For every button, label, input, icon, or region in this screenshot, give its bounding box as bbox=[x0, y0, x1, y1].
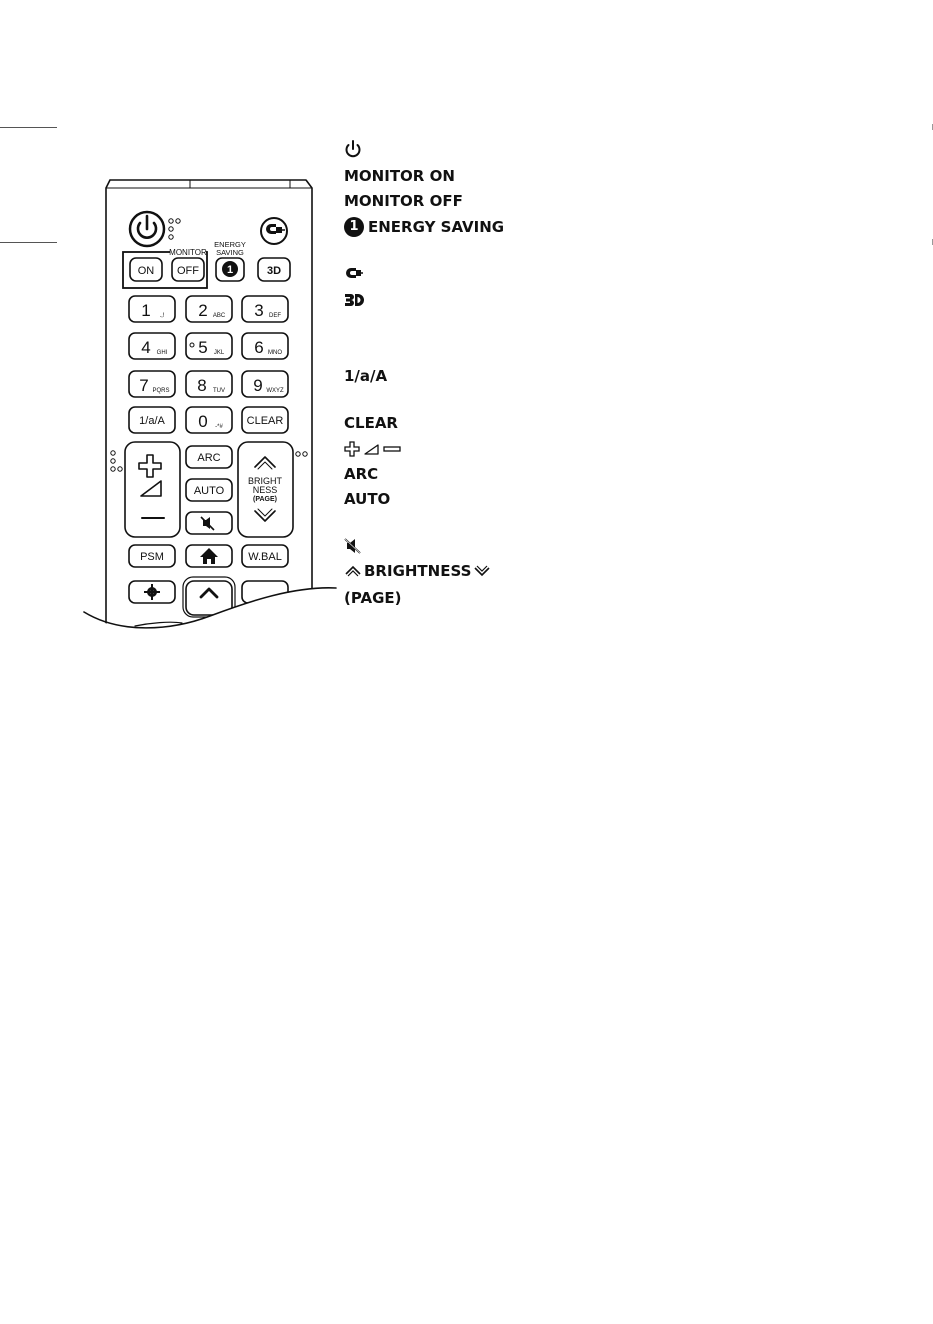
button-legend: MONITOR ON MONITOR OFF 1 ENERGY SAVING 1… bbox=[344, 138, 644, 618]
svg-text:1: 1 bbox=[141, 301, 150, 320]
svg-text:CLEAR: CLEAR bbox=[247, 415, 284, 427]
3d-icon bbox=[344, 292, 364, 308]
energy-saving-badge: 1 bbox=[344, 217, 364, 237]
svg-text:MNO: MNO bbox=[268, 350, 282, 356]
svg-text:WXYZ: WXYZ bbox=[266, 388, 284, 394]
settings-button[interactable] bbox=[129, 581, 175, 603]
volume-rocker[interactable] bbox=[125, 442, 180, 537]
svg-text:ARC: ARC bbox=[197, 452, 220, 464]
monitor-off-button[interactable]: OFF bbox=[172, 258, 204, 281]
svg-text:-*#: -*# bbox=[215, 424, 223, 430]
svg-text:JKL: JKL bbox=[214, 350, 225, 356]
mode-button[interactable]: 1/a/A bbox=[129, 407, 175, 433]
svg-text:AUTO: AUTO bbox=[194, 485, 225, 497]
key-2[interactable]: 2 ABC bbox=[186, 296, 232, 322]
svg-text:5: 5 bbox=[198, 338, 207, 357]
legend-input bbox=[344, 262, 364, 284]
margin-rule-bottom bbox=[0, 242, 57, 243]
home-button[interactable] bbox=[186, 545, 232, 567]
legend-3d bbox=[344, 289, 364, 311]
monitor-on-button[interactable]: ON bbox=[130, 258, 162, 281]
brightness-rocker[interactable]: BRIGHT NESS (PAGE) bbox=[238, 442, 293, 537]
svg-text:TUV: TUV bbox=[213, 388, 225, 394]
key-7[interactable]: 7 PQRS bbox=[129, 371, 175, 397]
legend-mute bbox=[344, 535, 362, 557]
legend-clear: CLEAR bbox=[344, 412, 398, 434]
input-button[interactable] bbox=[261, 218, 287, 244]
braille-dots-brightness bbox=[296, 452, 307, 456]
svg-text:DEF: DEF bbox=[269, 313, 281, 319]
legend-page: (PAGE) bbox=[344, 587, 402, 609]
svg-text:8: 8 bbox=[197, 376, 206, 395]
svg-text:W.BAL: W.BAL bbox=[248, 551, 282, 563]
key-4[interactable]: 4 GHI bbox=[129, 333, 175, 359]
volume-icons bbox=[344, 440, 404, 458]
svg-text:2: 2 bbox=[198, 301, 207, 320]
svg-text:NESS: NESS bbox=[253, 485, 278, 495]
svg-text:7: 7 bbox=[139, 376, 148, 395]
legend-volume bbox=[344, 438, 404, 460]
legend-auto: AUTO bbox=[344, 488, 390, 510]
legend-energy-saving: 1 ENERGY SAVING bbox=[344, 216, 504, 238]
energy-saving-label-line2: SAVING bbox=[216, 248, 244, 257]
svg-text:GHI: GHI bbox=[157, 350, 168, 356]
chevron-down-icon bbox=[473, 565, 491, 577]
auto-button[interactable]: AUTO bbox=[186, 479, 232, 501]
mute-icon bbox=[344, 538, 362, 554]
svg-text:ON: ON bbox=[138, 265, 155, 277]
svg-text:0: 0 bbox=[198, 412, 207, 431]
power-button[interactable] bbox=[130, 212, 164, 246]
svg-text:PSM: PSM bbox=[140, 551, 164, 563]
svg-text:6: 6 bbox=[254, 338, 263, 357]
psm-button[interactable]: PSM bbox=[129, 545, 175, 567]
key-9[interactable]: 9 WXYZ bbox=[242, 371, 288, 397]
svg-text:(PAGE): (PAGE) bbox=[253, 496, 277, 503]
clear-button[interactable]: CLEAR bbox=[242, 407, 288, 433]
input-icon bbox=[344, 265, 364, 281]
margin-rule-top bbox=[0, 127, 57, 128]
svg-text:3: 3 bbox=[254, 301, 263, 320]
legend-mode: 1/a/A bbox=[344, 365, 387, 387]
legend-power bbox=[344, 138, 362, 160]
svg-text:4: 4 bbox=[141, 338, 150, 357]
svg-text:3D: 3D bbox=[267, 265, 281, 277]
3d-button[interactable]: 3D bbox=[258, 258, 290, 281]
chevron-up-icon bbox=[344, 565, 362, 577]
key-5[interactable]: 5 JKL bbox=[186, 333, 232, 359]
braille-dots-power bbox=[169, 219, 180, 239]
legend-brightness: BRIGHTNESS bbox=[344, 560, 491, 582]
monitor-group-label: MONITOR bbox=[169, 248, 207, 257]
wbal-button[interactable]: W.BAL bbox=[242, 545, 288, 567]
legend-arc: ARC bbox=[344, 463, 378, 485]
svg-text:OFF: OFF bbox=[177, 265, 199, 277]
energy-saving-button[interactable]: 1 bbox=[216, 258, 244, 281]
remote-illustration: MONITOR ON OFF ENERGY SAVING 1 3D 1 .,! … bbox=[80, 176, 340, 631]
key-0[interactable]: 0 -*# bbox=[186, 407, 232, 433]
braille-dots-volume bbox=[111, 451, 122, 471]
svg-text:1: 1 bbox=[227, 264, 233, 276]
key-3[interactable]: 3 DEF bbox=[242, 296, 288, 322]
svg-text:ABC: ABC bbox=[213, 313, 226, 319]
legend-monitor-off: MONITOR OFF bbox=[344, 190, 463, 212]
key-6[interactable]: 6 MNO bbox=[242, 333, 288, 359]
arc-button[interactable]: ARC bbox=[186, 446, 232, 468]
svg-text:9: 9 bbox=[253, 376, 262, 395]
legend-monitor-on: MONITOR ON bbox=[344, 165, 455, 187]
power-icon bbox=[344, 139, 362, 159]
mute-button[interactable] bbox=[186, 512, 232, 534]
svg-text:PQRS: PQRS bbox=[152, 388, 169, 394]
svg-text:1/a/A: 1/a/A bbox=[139, 415, 165, 427]
key-1[interactable]: 1 .,! bbox=[129, 296, 175, 322]
key-8[interactable]: 8 TUV bbox=[186, 371, 232, 397]
svg-text:.,!: .,! bbox=[159, 313, 164, 319]
